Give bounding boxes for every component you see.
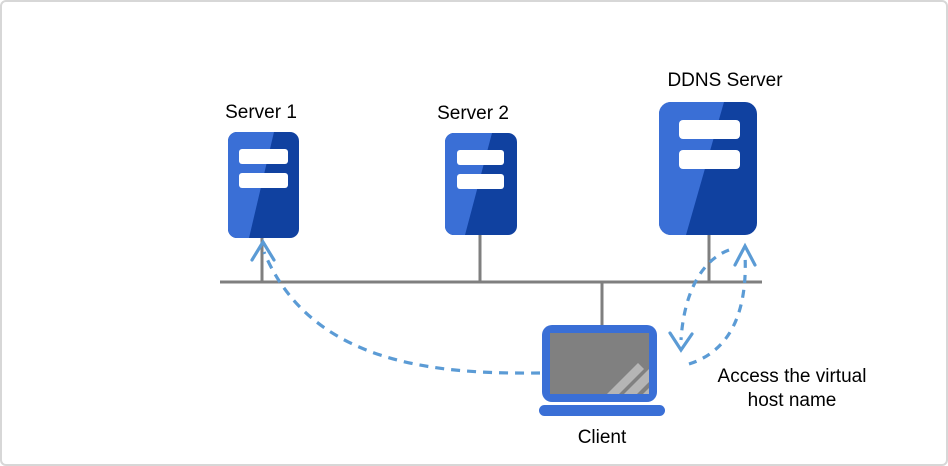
ddns-to-client-arrow: [679, 248, 730, 341]
access-virtual-host-note: Access the virtual host name: [700, 365, 884, 413]
access-note-line1: Access the virtual: [717, 366, 867, 387]
client-laptop-icon: [542, 325, 657, 402]
ddns-server-label: DDNS Server: [667, 70, 783, 91]
server1-icon: [228, 132, 299, 243]
access-note-line2: host name: [747, 390, 837, 411]
client-to-ddns-arrow: [688, 253, 747, 366]
client-label: Client: [577, 427, 627, 448]
ddns-server-icon: [659, 102, 757, 240]
server1-label: Server 1: [225, 102, 297, 123]
laptop-screen-reflection: [607, 363, 649, 394]
laptop-base: [539, 405, 665, 416]
client-to-server1-arrow: [262, 251, 541, 375]
laptop-screen: [550, 333, 649, 394]
server2-label: Server 2: [437, 103, 509, 124]
client-to-server1-arrowhead-icon: [250, 238, 276, 262]
ddns-to-client-arrowhead-icon: [668, 331, 694, 353]
server2-icon: [445, 133, 517, 240]
client-to-ddns-arrowhead-icon: [733, 242, 757, 267]
